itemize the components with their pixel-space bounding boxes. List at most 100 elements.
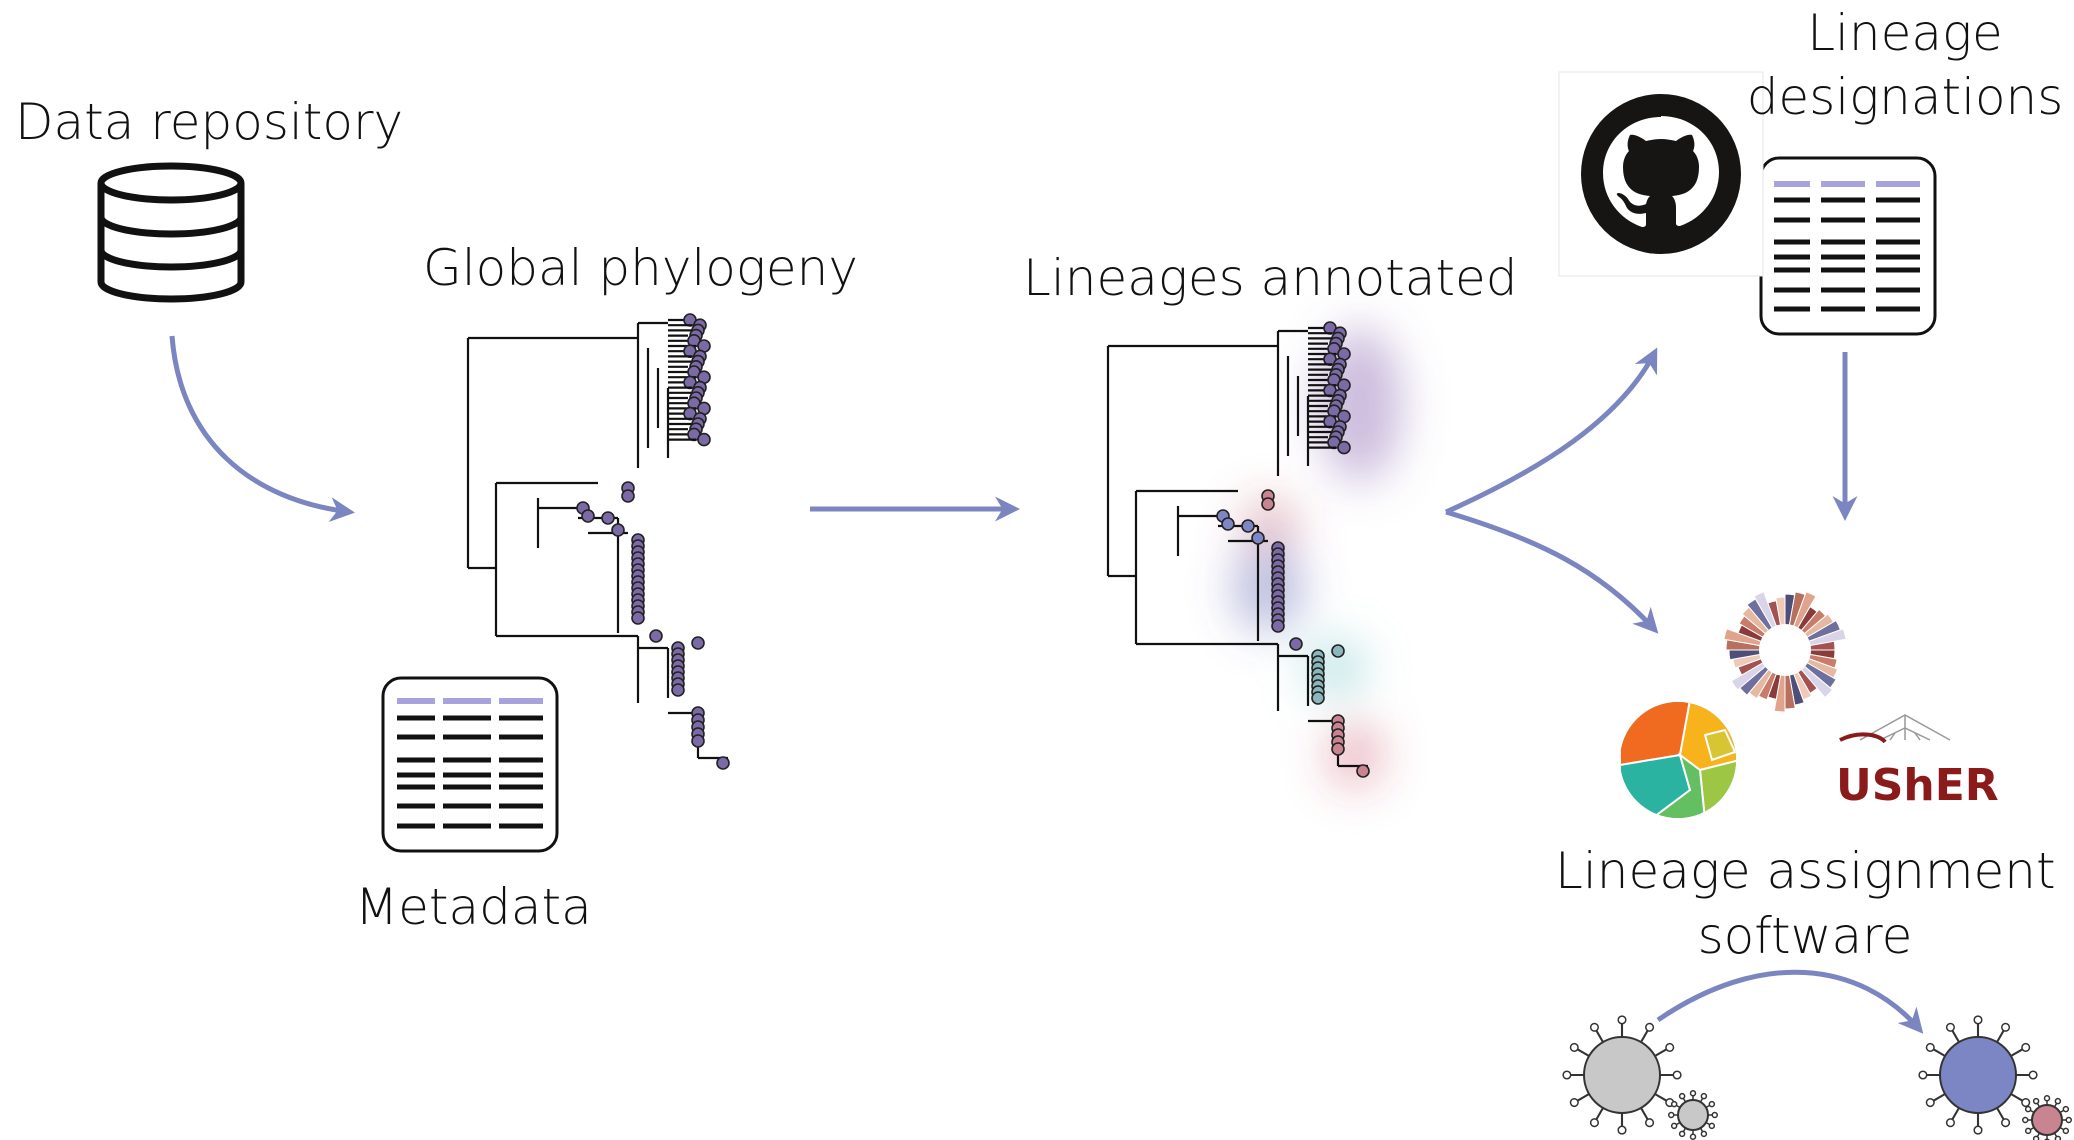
virus-icons xyxy=(1562,1015,2072,1140)
tree-tip xyxy=(671,683,685,697)
virus-spike-tip xyxy=(1711,1111,1718,1119)
tree-tip xyxy=(611,523,625,537)
virus-spike-tip xyxy=(2032,1135,2040,1140)
tree-tip xyxy=(1331,644,1345,658)
virus-spike-tip xyxy=(1665,1042,1675,1052)
data-repository-label: Data repository xyxy=(15,93,404,151)
virus-spike-tip xyxy=(1678,1130,1686,1138)
virus-spike-tip xyxy=(2001,1022,2011,1032)
virus-spike-tip xyxy=(1672,1070,1682,1080)
virus-spike-tip xyxy=(2001,1118,2011,1128)
virus-spike-tip xyxy=(2043,1095,2051,1102)
tree-tip xyxy=(581,509,595,523)
tree-tip xyxy=(697,432,711,447)
virus-spike-tip xyxy=(2022,1116,2029,1124)
virus-icon xyxy=(2022,1095,2072,1140)
annotated-phylogeny-tree xyxy=(1106,321,1370,778)
github-icon xyxy=(1558,71,1764,277)
virus-spike-tip xyxy=(1918,1070,1928,1080)
virus-body xyxy=(1583,1036,1661,1114)
virus-spike-tip xyxy=(1569,1042,1579,1052)
arrow-to-designations xyxy=(1444,347,1658,515)
arrow-repository-to-phylogeny xyxy=(169,335,355,523)
virus-spike-tip xyxy=(1645,1118,1655,1128)
usher-logo: UShER xyxy=(1836,714,1999,811)
tree-tip xyxy=(621,489,635,503)
assignment-software-label-line1: Lineage assignment xyxy=(1555,842,2056,900)
virus-spike-tip xyxy=(2065,1116,2072,1124)
virus-spike-tip xyxy=(2028,1070,2038,1080)
arrow-to-software xyxy=(1445,509,1659,634)
designations-table-icon xyxy=(1759,156,1937,336)
virus-icon xyxy=(1668,1090,1718,1140)
virus-spike-tip xyxy=(1700,1092,1708,1100)
virus-spike-tip xyxy=(1589,1118,1599,1128)
virus-spike-tip xyxy=(2024,1127,2032,1135)
virus-body xyxy=(2031,1104,2063,1136)
virus-spike-tip xyxy=(1562,1070,1572,1080)
virus-spike-tip xyxy=(1589,1022,1599,1032)
tree-tip xyxy=(691,734,705,748)
global-phylogeny-label: Global phylogeny xyxy=(423,239,858,297)
tree-tip xyxy=(691,636,705,650)
tree-tip xyxy=(1356,764,1370,778)
tree-tip xyxy=(601,511,615,525)
virus-spike-tip xyxy=(1670,1100,1678,1108)
virus-spike-tip xyxy=(1678,1092,1686,1100)
virus-spike-tip xyxy=(2021,1042,2031,1052)
virus-spike-tip xyxy=(2021,1098,2031,1108)
lineages-annotated-label: Lineages annotated xyxy=(1023,249,1518,307)
virus-spike-tip xyxy=(1973,1125,1983,1135)
tree-tip xyxy=(1271,619,1285,633)
metadata-table-icon xyxy=(381,676,559,853)
virus-spike-tip xyxy=(1700,1130,1708,1138)
virus-body xyxy=(1939,1036,2017,1114)
arrow-virus-to-virus xyxy=(1656,969,1924,1034)
virus-spike-tip xyxy=(1689,1133,1697,1140)
virus-spike-tip xyxy=(1670,1122,1678,1130)
metadata-label: Metadata xyxy=(355,878,592,936)
virus-spike-tip xyxy=(1945,1022,1955,1032)
virus-spike-tip xyxy=(1925,1098,1935,1108)
tree-tip xyxy=(1261,497,1275,511)
lineage-designations-label-line1: Lineage xyxy=(1807,4,2003,62)
virus-spike-tip xyxy=(1689,1090,1697,1097)
tree-tip xyxy=(716,756,730,770)
virus-spike-tip xyxy=(1617,1015,1627,1025)
tree-tip xyxy=(1251,531,1265,545)
virus-spike-tip xyxy=(1645,1022,1655,1032)
virus-icon xyxy=(1918,1015,2038,1135)
usher-logo-text: UShER xyxy=(1836,760,1999,811)
virus-spike-tip xyxy=(1973,1015,1983,1025)
virus-spike-tip xyxy=(1617,1125,1627,1135)
virus-spike-tip xyxy=(1925,1042,1935,1052)
tree-tip xyxy=(1311,691,1325,705)
tree-tip xyxy=(1221,517,1235,531)
tree-tip xyxy=(1289,637,1303,651)
virus-spike-tip xyxy=(2062,1127,2070,1135)
voronoi-logo xyxy=(1620,702,1736,818)
radial-tree-logo xyxy=(1721,586,1849,714)
virus-spike-tip xyxy=(2032,1097,2040,1105)
virus-spike-tip xyxy=(2024,1105,2032,1113)
virus-spike-tip xyxy=(2054,1135,2062,1140)
virus-spike-tip xyxy=(1708,1122,1716,1130)
assignment-software-label-line2: software xyxy=(1697,907,1913,965)
lineage-designations-label-line2: designations xyxy=(1746,68,2064,126)
global-phylogeny-tree xyxy=(466,313,730,770)
virus-icon xyxy=(1562,1015,1682,1135)
virus-spike-tip xyxy=(2062,1105,2070,1113)
tree-tip xyxy=(1241,519,1255,533)
tree-tip xyxy=(631,611,645,625)
tree-tip xyxy=(649,629,663,643)
tree-tip xyxy=(1331,742,1345,756)
virus-spike-tip xyxy=(1668,1111,1675,1119)
virus-body xyxy=(1677,1099,1709,1131)
database-icon xyxy=(97,162,245,303)
virus-spike-tip xyxy=(1569,1098,1579,1108)
virus-spike-tip xyxy=(2054,1097,2062,1105)
tree-tip xyxy=(1337,440,1351,455)
virus-spike-tip xyxy=(1708,1100,1716,1108)
virus-spike-tip xyxy=(1945,1118,1955,1128)
